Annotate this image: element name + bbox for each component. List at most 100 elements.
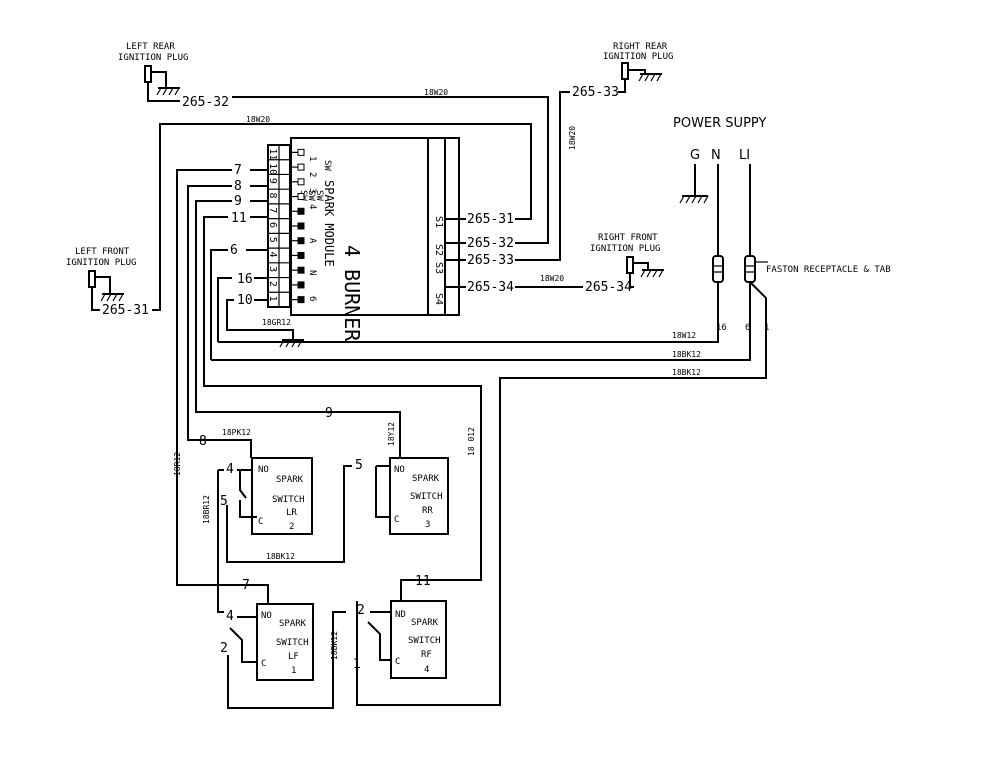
wire-7-route: [176, 169, 269, 604]
plug-rr-label: RIGHT REAR: [613, 42, 668, 52]
module-sw-label: SW: [306, 190, 316, 201]
lf-c-wire: 2: [220, 641, 228, 656]
plug-rf-label: RIGHT FRONT: [598, 233, 658, 243]
connector-pin-number: 10: [267, 163, 278, 175]
module-terminal-square: [297, 193, 305, 201]
module-pin-marker: 1: [307, 156, 317, 161]
lr-no-wire: 4: [226, 462, 234, 477]
ignition-plug-lf-icon: [88, 270, 124, 311]
wire-out2-route: [232, 96, 549, 244]
spark-switch-rr: NO C SPARK SWITCH RR 3: [389, 457, 449, 535]
gauge-l1: 18BK12: [672, 368, 701, 377]
plug-rr-label: IGNITION PLUG: [603, 52, 673, 62]
faston-pin-16: 16: [716, 323, 727, 333]
switch-rf-label: SWITCH: [408, 636, 441, 646]
connector-pin-number: 5: [267, 237, 278, 243]
out1-id: 265-31: [467, 212, 514, 227]
switch-rr-label: 3: [425, 520, 430, 530]
gauge-top1: 18W20: [424, 88, 448, 97]
plug-lr-label: LEFT REAR: [126, 42, 175, 52]
sw-wire-11: 11: [415, 574, 431, 589]
lr-c-wire: 5: [220, 494, 228, 509]
wire-6: [211, 282, 751, 361]
module-pin-squares: [290, 148, 305, 304]
terminal-10: 10: [237, 293, 253, 308]
line-label: LI: [739, 148, 750, 163]
switch-lf-c: C: [261, 659, 266, 669]
switch-lf-label: SWITCH: [276, 638, 309, 648]
module-output-s4: S4: [433, 293, 444, 305]
module-terminal-square: [297, 222, 305, 230]
module-terminal-square: [297, 281, 305, 289]
switch-lr-label: LR: [286, 508, 297, 518]
sw-wire-8: 8: [199, 434, 207, 449]
terminal-8: 8: [234, 179, 242, 194]
connector-pin-number: 8: [267, 193, 278, 199]
module-terminal-square: [297, 266, 305, 274]
wire-16-route: [217, 277, 232, 342]
switch-rr-label: SWITCH: [410, 492, 443, 502]
rr-wire-id: 265-33: [572, 85, 619, 100]
gauge-mid-vert: 18BK12: [330, 631, 339, 660]
terminal-7: 7: [234, 163, 242, 178]
wire-1: [356, 281, 767, 706]
lf-wire-id: 265-31: [102, 303, 149, 318]
lf-no-wire: 4: [226, 609, 234, 624]
module-terminal-square: [297, 251, 305, 259]
gauge-left-vert2: 18R12: [173, 452, 182, 476]
module-pin-marker: 6: [307, 296, 317, 301]
ground-label: G: [690, 148, 700, 163]
wire-out3-route: [515, 91, 570, 261]
module-terminal-square: [297, 207, 305, 215]
out4-id: 265-34: [467, 280, 514, 295]
rf-contacts: [367, 611, 391, 661]
sw-wire-7: 7: [242, 578, 250, 593]
faston-pin-1: 1: [764, 323, 769, 333]
connector-pin-number: 11: [267, 148, 278, 160]
terminal-9: 9: [234, 194, 242, 209]
sw-wire-9: 9: [325, 406, 333, 421]
switch-rf-c: C: [395, 657, 400, 667]
wire-6-route: [210, 249, 228, 360]
gauge-sw8: 18PK12: [222, 428, 251, 437]
rf-no-wire: 2: [357, 603, 365, 618]
module-output-s2: S2: [433, 244, 444, 256]
wire-9-route: [195, 200, 401, 458]
gauge-lr-rr: 18BK12: [266, 552, 295, 561]
plug-lf-label: LEFT FRONT: [75, 247, 130, 257]
gauge-left-vert: 18BR12: [202, 495, 211, 524]
module-sw-label: SW: [314, 190, 324, 201]
spark-switch-lf: NO C SPARK SWITCH LF 1: [256, 603, 314, 681]
faston-pin-6: 6: [745, 323, 750, 333]
gauge-sw9: 18Y12: [387, 422, 396, 446]
switch-rf-label: SPARK: [411, 618, 439, 628]
out2-id: 265-32: [467, 236, 514, 251]
connector-pin-number: 1: [267, 296, 278, 302]
module-pin-marker: 4: [307, 204, 317, 209]
switch-rf-label: 4: [424, 665, 429, 675]
switch-lf-label: SPARK: [279, 619, 307, 629]
connector-pin-number: 2: [267, 281, 278, 287]
switch-lr-label: SPARK: [276, 475, 304, 485]
terminal-6: 6: [230, 243, 238, 258]
switch-rr-c: C: [394, 515, 399, 525]
module-terminal-square: [297, 237, 305, 245]
power-ground-icon: [679, 164, 709, 204]
faston-connector-n: [712, 255, 724, 283]
gauge-rf: 18W20: [540, 274, 564, 283]
module-pin-marker: 2: [307, 172, 317, 177]
lr-rr-link: [226, 465, 352, 563]
spark-switch-lr: NO C SPARK SWITCH LR 2: [251, 457, 313, 535]
lr-lf-link: [217, 469, 224, 613]
lf-contacts: [229, 616, 257, 663]
terminal-16: 16: [237, 272, 253, 287]
module-sw-label: SW: [322, 160, 332, 171]
connector-pin-number: 9: [267, 178, 278, 184]
module-terminal-square: [297, 296, 305, 304]
module-pin-marker: 3: [307, 188, 317, 193]
gauge-l6: 18BK12: [672, 350, 701, 359]
gauge-sw11: 18 012: [467, 427, 476, 456]
out3-id: 265-33: [467, 253, 514, 268]
plug-lf-label: IGNITION PLUG: [66, 258, 136, 268]
